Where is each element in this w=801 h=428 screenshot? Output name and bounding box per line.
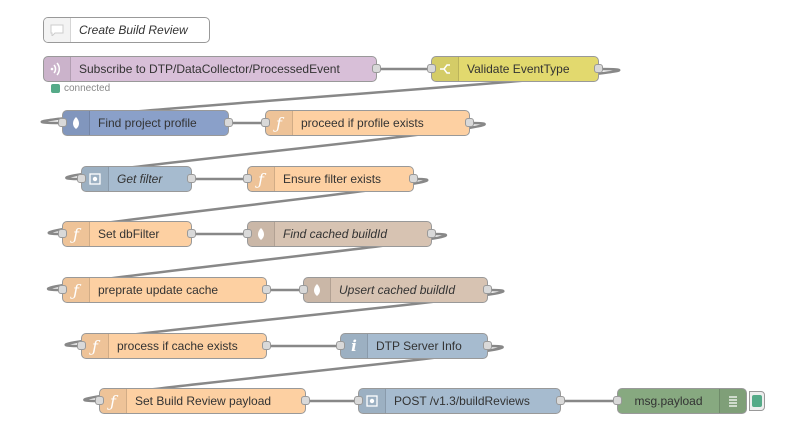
output-port[interactable] <box>187 229 196 238</box>
output-port[interactable] <box>262 285 271 294</box>
input-port[interactable] <box>261 118 270 127</box>
debug-active-indicator <box>752 395 762 407</box>
node-label: Create Build Review <box>79 23 188 37</box>
comment-icon <box>44 18 71 42</box>
mqtt-icon <box>44 57 71 81</box>
wire-4[interactable] <box>65 121 486 181</box>
output-port[interactable] <box>465 118 474 127</box>
input-port[interactable] <box>613 396 622 405</box>
http-request-node-get-filter[interactable]: Get filter <box>77 166 196 192</box>
leaf-icon <box>63 111 90 135</box>
input-port[interactable] <box>336 341 345 350</box>
output-port[interactable] <box>594 64 603 73</box>
mqtt-in-node-subscribe[interactable]: Subscribe to DTP/DataCollector/Processed… <box>43 56 381 82</box>
debug-list-icon <box>719 389 746 413</box>
input-port[interactable] <box>243 229 252 238</box>
leaf-icon <box>248 222 275 246</box>
cache-node-upsert-cached-buildid[interactable]: Upsert cached buildId <box>299 277 492 303</box>
status-text: connected <box>64 83 111 94</box>
node-label: Find project profile <box>98 116 197 130</box>
function-icon: ƒ <box>82 334 109 358</box>
input-port[interactable] <box>58 285 67 294</box>
function-node-process-if-cache-exists[interactable]: ƒ process if cache exists <box>77 333 271 359</box>
node-label: Set dbFilter <box>98 227 160 241</box>
debug-node-msg-payload[interactable]: msg.payload <box>613 388 747 414</box>
function-icon: ƒ <box>248 167 275 191</box>
node-label: msg.payload <box>634 394 703 408</box>
leaf-icon <box>304 278 331 302</box>
status-dot-icon <box>51 84 60 93</box>
node-label: process if cache exists <box>117 339 238 353</box>
function-node-proceed-if-profile-exists[interactable]: ƒ proceed if profile exists <box>261 110 474 136</box>
input-port[interactable] <box>58 229 67 238</box>
input-port[interactable] <box>77 174 86 183</box>
function-node-preprate-update-cache[interactable]: ƒ preprate update cache <box>58 277 271 303</box>
node-label: Validate EventType <box>467 62 570 76</box>
wire-8[interactable] <box>47 232 447 292</box>
wire-6[interactable] <box>47 177 429 236</box>
input-port[interactable] <box>243 174 252 183</box>
switch-node-validate-eventtype[interactable]: Validate EventType <box>427 56 603 82</box>
function-node-set-dbfilter[interactable]: ƒ Set dbFilter <box>58 221 196 247</box>
output-port[interactable] <box>372 64 381 73</box>
function-node-set-build-review-payload[interactable]: ƒ Set Build Review payload <box>95 388 310 414</box>
node-label: Find cached buildId <box>283 227 388 241</box>
output-port[interactable] <box>409 174 418 183</box>
output-port[interactable] <box>556 396 565 405</box>
input-port[interactable] <box>95 396 104 405</box>
node-status: connected <box>51 83 110 94</box>
node-label: Set Build Review payload <box>135 394 272 408</box>
switch-icon <box>432 57 459 81</box>
input-port[interactable] <box>427 64 436 73</box>
output-port[interactable] <box>301 396 310 405</box>
node-label: Subscribe to DTP/DataCollector/Processed… <box>79 62 340 76</box>
debug-toggle-button[interactable] <box>749 391 765 411</box>
input-port[interactable] <box>299 285 308 294</box>
output-port[interactable] <box>187 174 196 183</box>
input-port[interactable] <box>77 341 86 350</box>
output-port[interactable] <box>427 229 436 238</box>
node-label: Upsert cached buildId <box>339 283 456 297</box>
cache-node-find-cached-buildid[interactable]: Find cached buildId <box>243 221 436 247</box>
info-icon: i <box>341 334 368 358</box>
wire-10[interactable] <box>64 288 505 348</box>
http-request-node-post-buildreviews[interactable]: POST /v1.3/buildReviews <box>354 388 565 414</box>
info-node-dtp-server-info[interactable]: i DTP Server Info <box>336 333 492 359</box>
function-icon: ƒ <box>266 111 293 135</box>
http-icon <box>82 167 109 191</box>
input-port[interactable] <box>58 118 67 127</box>
output-port[interactable] <box>483 341 492 350</box>
node-label: DTP Server Info <box>376 339 462 353</box>
mongodb-node-find-project-profile[interactable]: Find project profile <box>58 110 233 136</box>
function-node-ensure-filter-exists[interactable]: ƒ Ensure filter exists <box>243 166 418 192</box>
function-icon: ƒ <box>63 278 90 302</box>
http-icon <box>359 389 386 413</box>
output-port[interactable] <box>262 341 271 350</box>
input-port[interactable] <box>354 396 363 405</box>
wire-2[interactable] <box>40 67 621 125</box>
output-port[interactable] <box>224 118 233 127</box>
wire-12[interactable] <box>83 344 504 403</box>
comment-node-create-build-review[interactable]: Create Build Review <box>43 17 210 43</box>
node-label: proceed if profile exists <box>301 116 424 130</box>
node-label: Get filter <box>117 172 163 186</box>
function-icon: ƒ <box>63 222 90 246</box>
function-icon: ƒ <box>100 389 127 413</box>
node-label: POST /v1.3/buildReviews <box>394 394 530 408</box>
output-port[interactable] <box>483 285 492 294</box>
node-label: Ensure filter exists <box>283 172 382 186</box>
node-label: preprate update cache <box>98 283 219 297</box>
